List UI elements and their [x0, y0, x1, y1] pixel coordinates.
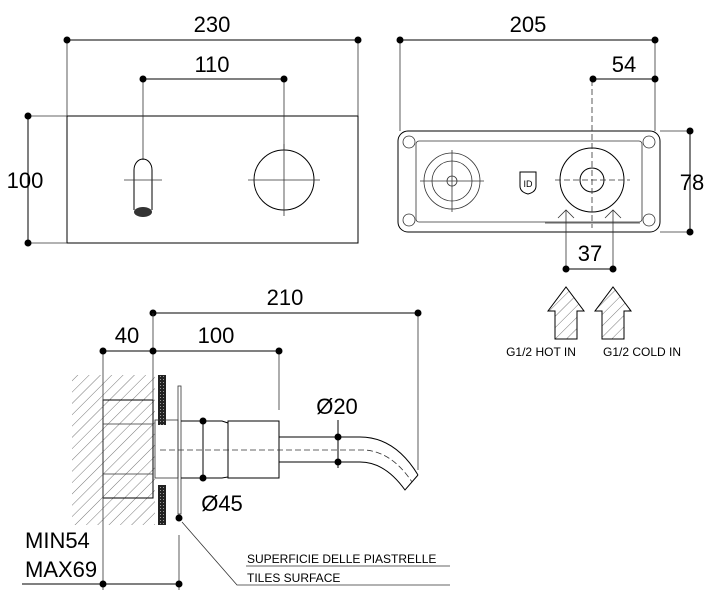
dim-diameter-45: Ø45 [199, 417, 243, 516]
dim-width-205: 205 [396, 12, 659, 131]
dim-label: Ø20 [316, 394, 358, 419]
dim-spacing-110: 110 [139, 52, 288, 160]
dim-label: 54 [612, 52, 636, 77]
dim-label: Ø45 [201, 491, 243, 516]
diverter-cartridge [420, 150, 484, 212]
dim-height-78: 78 [660, 127, 704, 236]
tiles-label-en: TILES SURFACE [247, 571, 340, 585]
dim-depth-40: 40 100 [99, 313, 283, 590]
dim-width-230: 230 [63, 12, 362, 116]
dim-height-100: 100 [7, 112, 67, 247]
rear-view: ID 205 54 78 37 G1/2 HOT IN G1/2 COLD IN [396, 12, 704, 359]
side-view: 210 40 100 Ø45 Ø20 MIN54 MAX69 SUPERFICI… [22, 285, 450, 590]
dim-min-max-depth: MIN54 MAX69 [22, 528, 183, 590]
dim-label: 100 [198, 323, 235, 348]
dim-label: 205 [510, 12, 547, 37]
handle-circle [248, 144, 320, 216]
max-depth-label: MAX69 [25, 557, 97, 582]
svg-text:ID: ID [524, 179, 534, 189]
min-depth-label: MIN54 [25, 528, 90, 553]
mixer-cartridge [555, 80, 630, 228]
dim-label: 230 [194, 12, 231, 37]
dim-label: 100 [7, 168, 44, 193]
dim-label: 37 [578, 241, 602, 266]
front-plate [66, 115, 359, 244]
spout-outlet [124, 158, 162, 217]
brand-logo-icon: ID [519, 171, 537, 195]
spout [279, 436, 419, 491]
cold-inlet-arrow-icon [594, 286, 632, 340]
cold-inlet-label: G1/2 COLD IN [603, 345, 681, 359]
dim-projection-210: 210 [149, 285, 422, 470]
tiles-leader: SUPERFICIE DELLE PIASTRELLE TILES SURFAC… [175, 514, 450, 586]
hot-inlet-arrow-icon [547, 286, 585, 340]
concealed-box [397, 130, 661, 233]
tiles-label-it: SUPERFICIE DELLE PIASTRELLE [247, 552, 436, 566]
dim-inlet-37: 37 [562, 210, 617, 273]
dim-label: 110 [194, 52, 229, 77]
front-view: 230 110 100 [7, 12, 362, 247]
wall-hatch [72, 375, 155, 525]
dim-offset-54: 54 [589, 52, 659, 83]
hot-inlet-label: G1/2 HOT IN [506, 345, 576, 359]
dim-label: 40 [115, 323, 139, 348]
dim-label: 78 [680, 170, 704, 195]
dim-label: 210 [267, 285, 304, 310]
dim-diameter-20: Ø20 [316, 394, 358, 468]
